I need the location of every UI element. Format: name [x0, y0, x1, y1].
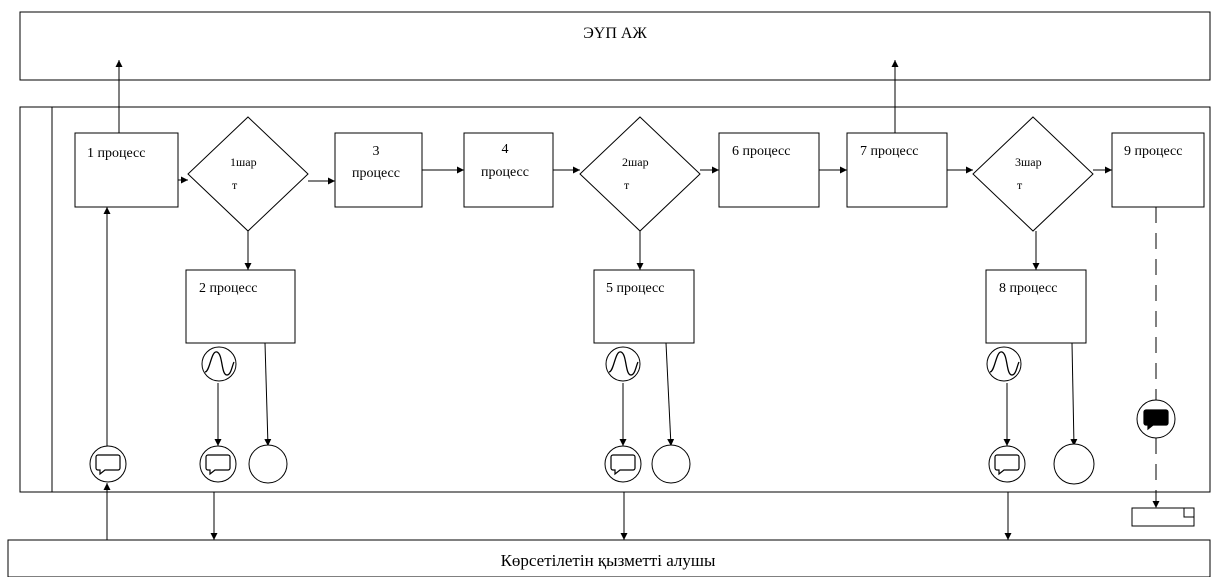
process-1: 1 процесс [74, 132, 179, 208]
svg-text:2 процесс: 2 процесс [199, 281, 257, 296]
process-2: 2 процесс [185, 269, 296, 344]
lane-middle [19, 106, 1211, 493]
end-circle-icon [248, 444, 288, 484]
process-9: 9 процесс [1111, 132, 1205, 208]
svg-text:6 процесс: 6 процесс [732, 144, 790, 159]
speech-bubble-icon [604, 445, 642, 483]
speech-bubble-icon [988, 445, 1026, 483]
lane-top-label: ЭҮП АЖ [583, 25, 647, 42]
process-5: 5 процесс [593, 269, 695, 344]
process-8: 8 процесс [985, 269, 1087, 344]
sine-wave-icon [201, 346, 237, 382]
sine-wave-icon [986, 346, 1022, 382]
filled-speech-bubble-icon [1136, 399, 1176, 439]
end-circle-icon [1053, 443, 1095, 485]
speech-bubble-icon [89, 445, 127, 483]
flow-arrows [103, 60, 1160, 540]
svg-text:7 процесс: 7 процесс [860, 144, 918, 159]
process-7: 7 процесс [846, 132, 948, 208]
lane-bottom-label: Көрсетілетін қызметті алушы [501, 551, 716, 570]
speech-bubble-icon [199, 445, 237, 483]
svg-text:1 процесс: 1 процесс [87, 146, 145, 161]
svg-text:8 процесс: 8 процесс [999, 281, 1057, 296]
end-circle-icon [651, 444, 691, 484]
svg-text:9 процесс: 9 процесс [1124, 144, 1182, 159]
process-6: 6 процесс [718, 132, 820, 208]
lane-bottom [7, 539, 1211, 577]
sine-wave-icon [605, 346, 641, 382]
svg-text:5 процесс: 5 процесс [606, 281, 664, 296]
document-icon [1131, 507, 1195, 527]
lane-top [19, 11, 1211, 81]
